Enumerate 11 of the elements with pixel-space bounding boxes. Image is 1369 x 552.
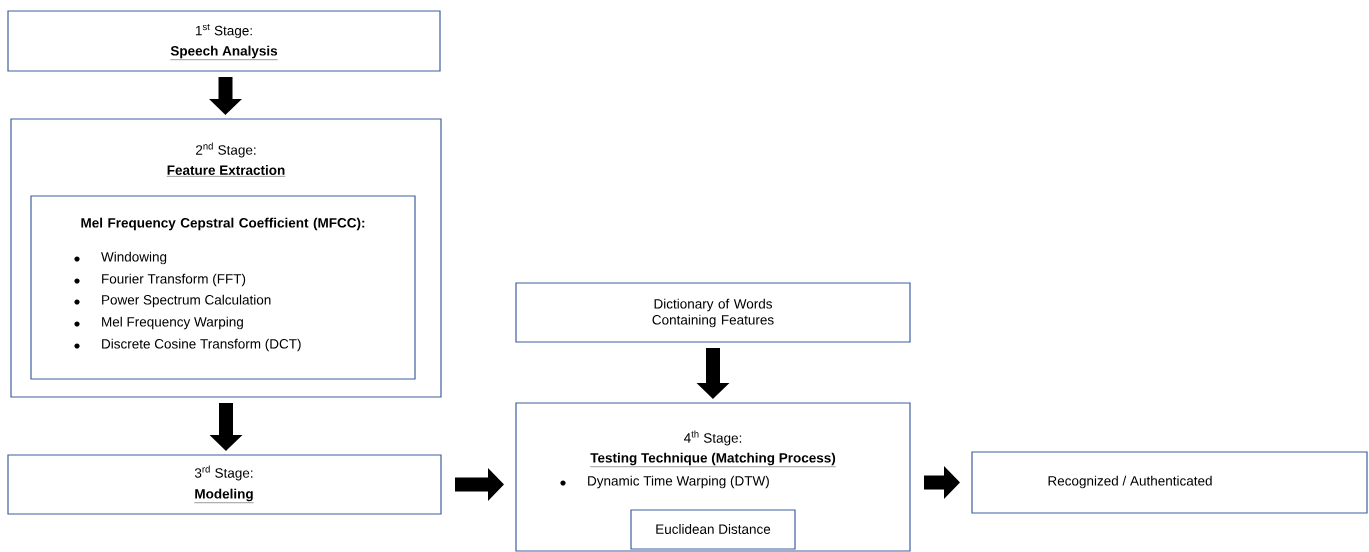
- process-box: 3$^{rd}$ Stage: Modeling: [7, 454, 442, 515]
- bullet-item: Dynamic Time Warping (DTW): [560, 475, 769, 489]
- process-box: Dictionary of Words Containing Features: [515, 282, 911, 343]
- process-box: Euclidean Distance: [630, 509, 796, 550]
- bullet-item: Power Spectrum Calculation: [74, 294, 271, 308]
- process-box: Recognized / Authenticated: [971, 451, 1368, 514]
- bullet-item: Windowing: [74, 251, 167, 265]
- bullet-item: Discrete Cosine Transform (DCT): [74, 338, 301, 352]
- bullet-item: Mel Frequency Warping: [74, 316, 243, 330]
- process-box: 1$^{st}$ Stage: Speech Analysis: [7, 10, 441, 72]
- bullet-item: Fourier Transform (FFT): [74, 273, 246, 287]
